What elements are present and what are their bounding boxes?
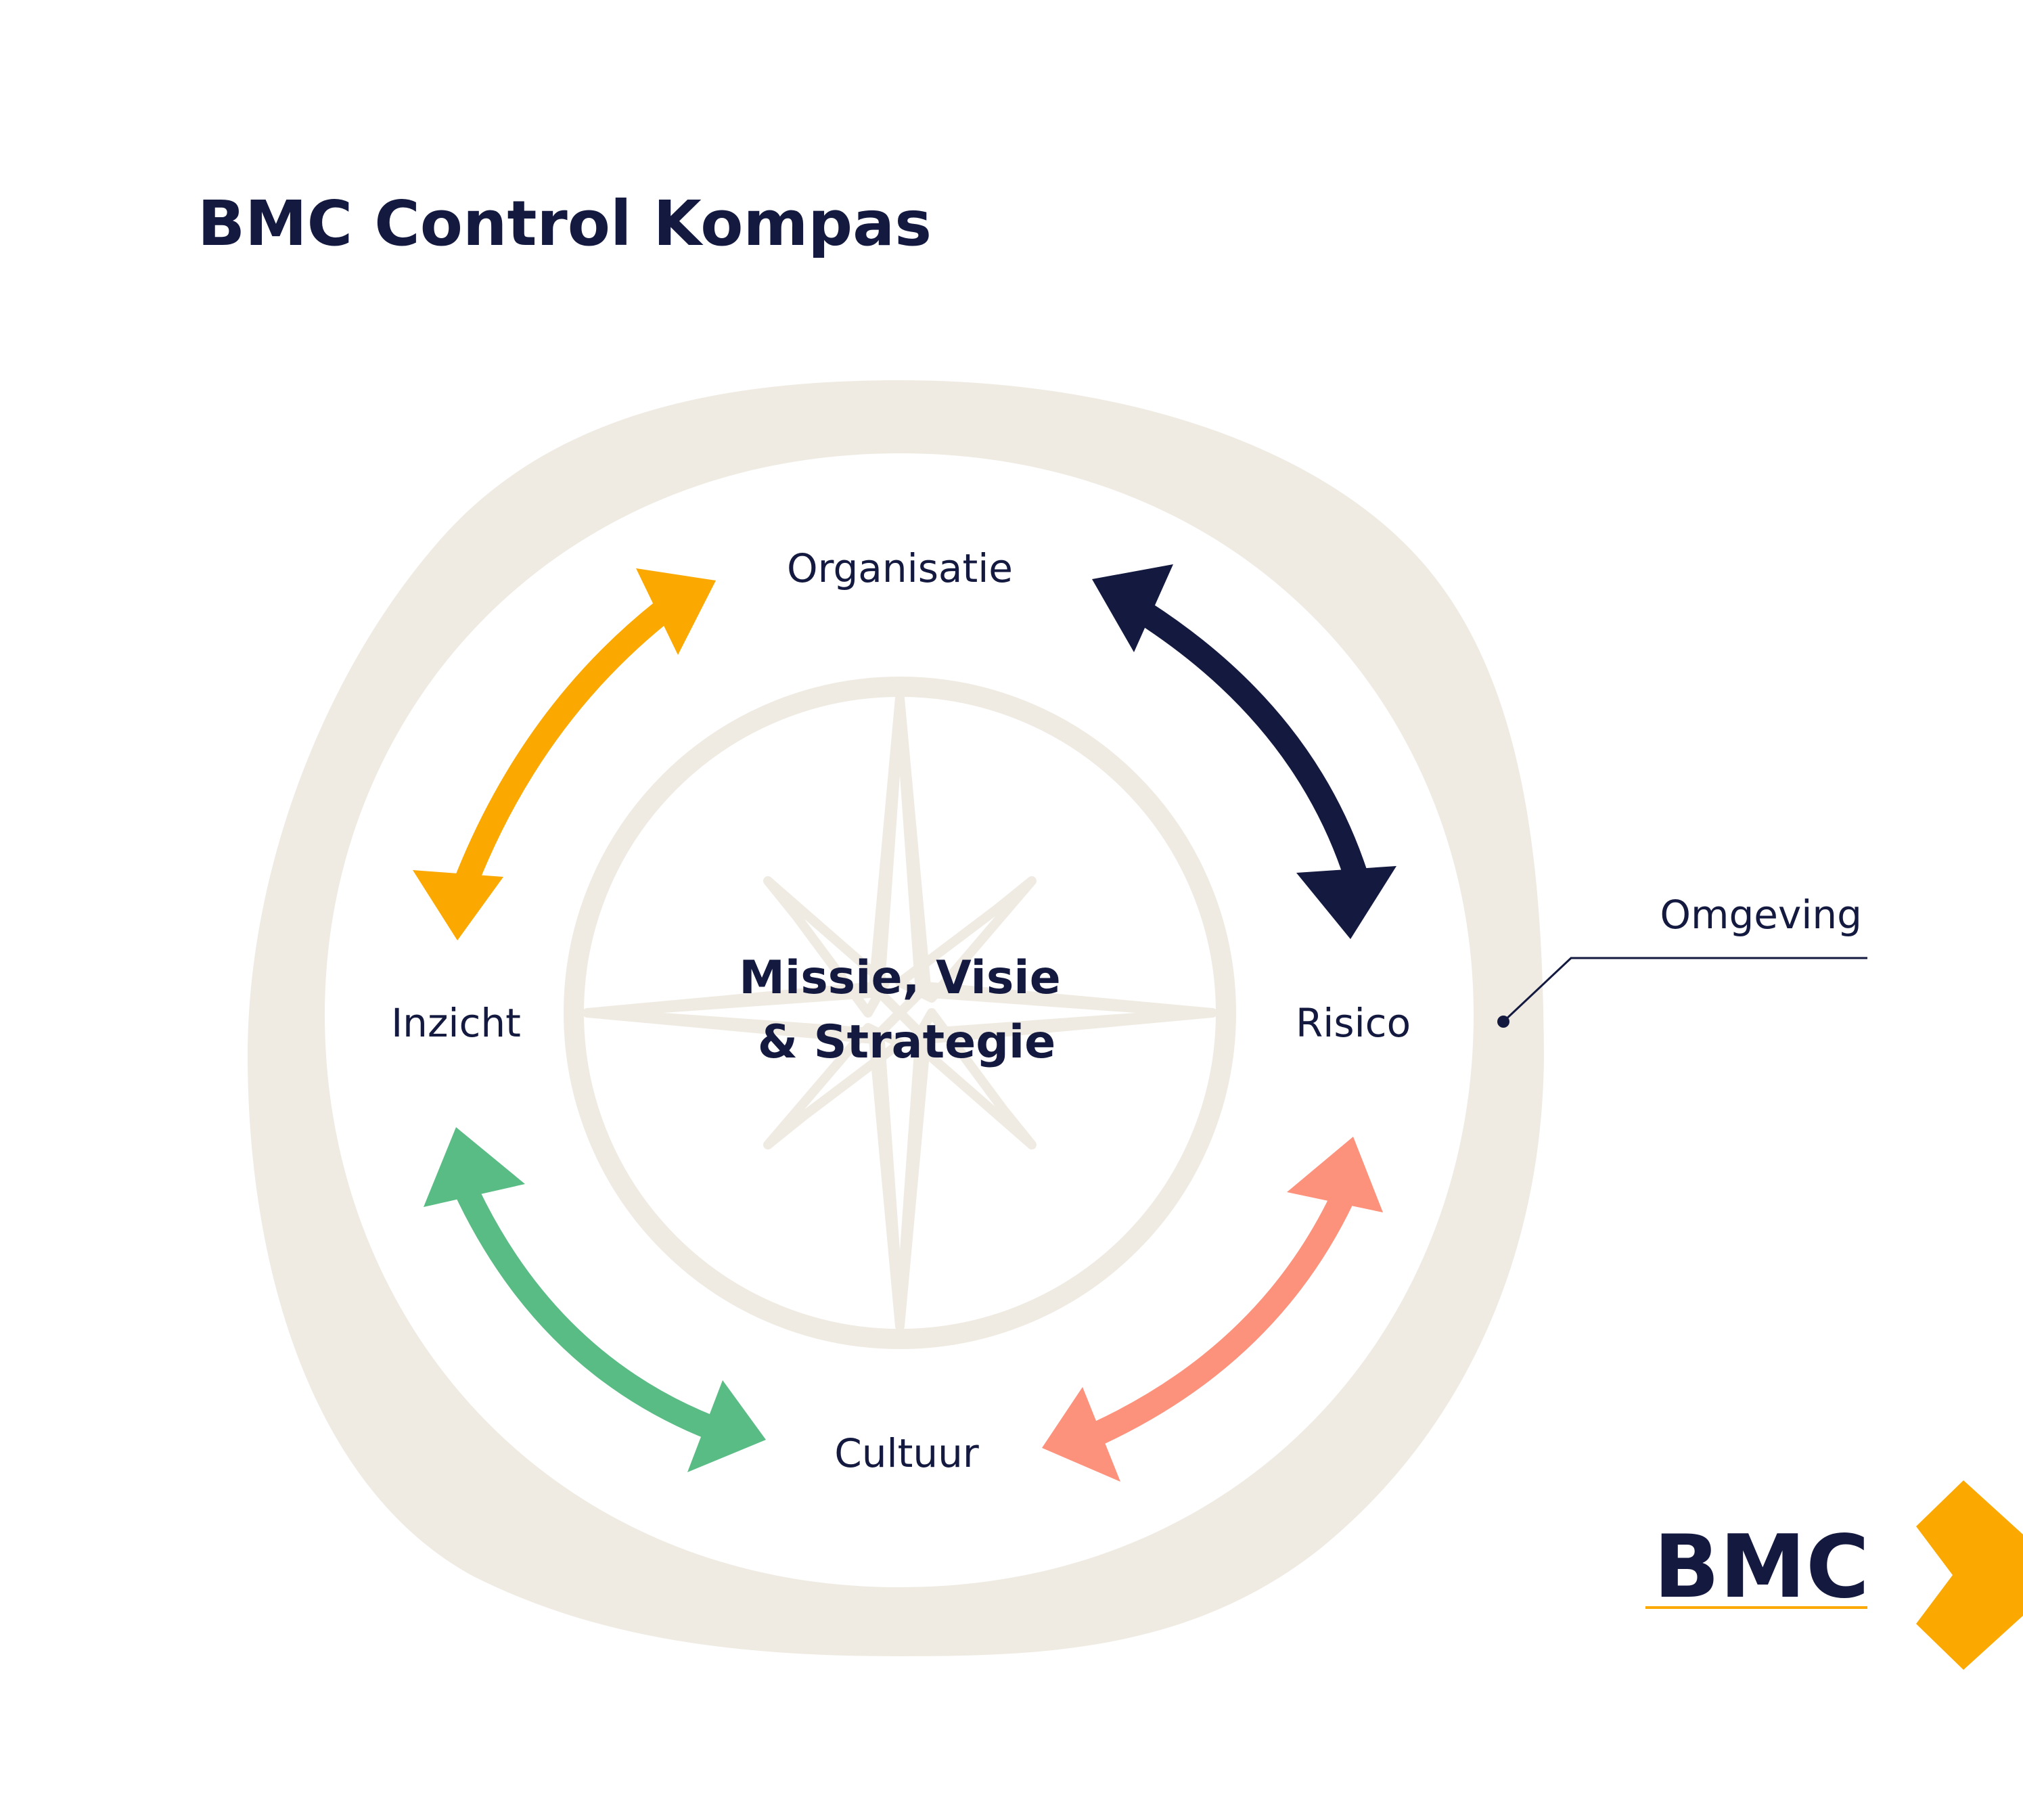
compass-ring [564,677,1236,1349]
node-label-risico: Risico [1296,1000,1411,1046]
environment-callout-line [1502,957,1867,1023]
page-title: BMC Control Kompas [198,187,932,260]
center-label-line2: & Strategie [758,1016,1056,1069]
center-label-line1: Missie, Visie [739,951,1061,1005]
arrow-inzicht-organisatie-shaft [455,595,678,884]
logo-text: BMC [1654,1517,1869,1618]
arrow-head-down-icon [1296,866,1396,939]
arrow-head-down-icon [687,1380,766,1472]
arrow-head-up-icon [424,1127,525,1207]
environment-label: Omgeving [1660,892,1862,938]
arrow-organisatie-risico [1092,564,1396,939]
bmc-logo: BMC [1645,1480,2023,1670]
environment-callout-dot [1497,1016,1509,1028]
arrow-organisatie-risico-shaft-curve [1137,601,1369,884]
compass-star-icon [583,693,1217,1331]
arrow-risico-cultuur [1042,1137,1383,1482]
arrow-head-down-icon [413,870,503,940]
logo-chevron-icon [1916,1480,2023,1670]
arrow-risico-cultuur-shaft [1091,1184,1358,1446]
node-label-inzicht: Inzicht [391,1000,521,1046]
arrow-inzicht-organisatie [413,568,716,940]
node-label-cultuur: Cultuur [834,1430,979,1476]
arrow-head-down-icon [1042,1387,1120,1482]
arrow-cultuur-inzicht [424,1127,766,1472]
arrow-cultuur-inzicht-shaft [449,1172,715,1439]
arrow-head-up-icon [636,568,716,655]
arrow-head-up-icon [1287,1137,1383,1212]
arrow-head-up-icon [1092,564,1173,652]
node-label-organisatie: Organisatie [787,545,1013,591]
